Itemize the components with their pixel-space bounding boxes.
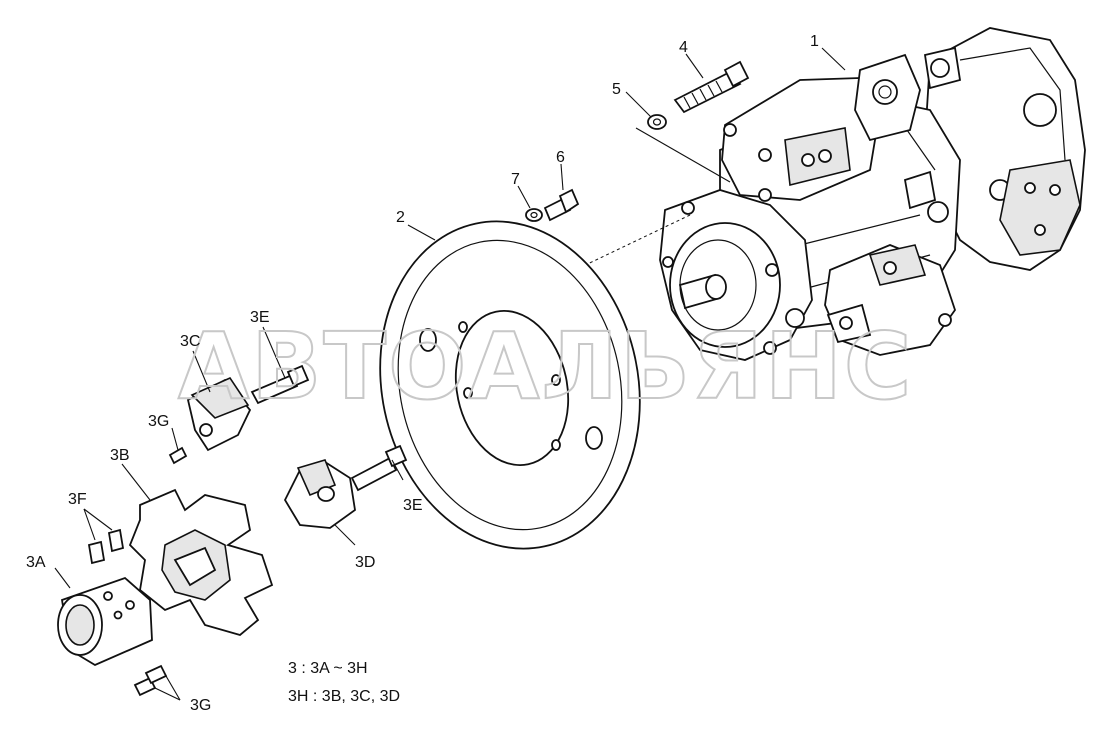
callout-3A: 3A xyxy=(26,554,46,571)
washer-part-7 xyxy=(525,208,543,222)
callout-1: 1 xyxy=(810,33,819,50)
leader-lines xyxy=(54,47,846,701)
bolt-part-3E-bottom xyxy=(350,444,408,492)
kit-note-line-1: 3 : 3A ~ 3H xyxy=(288,660,368,677)
kit-note-line-2: 3H : 3B, 3C, 3D xyxy=(288,688,400,705)
callout-3G-bottom: 3G xyxy=(190,697,211,714)
set-screws-part-3F xyxy=(87,528,125,565)
hydraulic-pump-assembly xyxy=(659,27,1086,361)
bolt-part-6 xyxy=(543,188,580,222)
coupling-hub-part-3D xyxy=(283,459,356,529)
set-screws-part-3G-bottom xyxy=(133,664,168,697)
coupling-hub-part-3C xyxy=(186,376,252,452)
callout-4: 4 xyxy=(679,39,688,56)
callout-7: 7 xyxy=(511,171,520,188)
callout-3C: 3C xyxy=(180,333,200,350)
bolt-part-4 xyxy=(673,60,750,114)
bolt-part-3E-top xyxy=(250,364,310,405)
set-screw-part-3G-top xyxy=(168,446,188,465)
leader-line-bolt xyxy=(635,127,731,183)
callout-6: 6 xyxy=(556,149,565,166)
watermark-text: АВТОАЛЬЯНС xyxy=(178,313,913,420)
flywheel-housing-part-2 xyxy=(379,220,641,550)
callout-2: 2 xyxy=(396,209,405,226)
callout-3F: 3F xyxy=(68,491,87,508)
callout-3G-top: 3G xyxy=(148,413,169,430)
callout-5: 5 xyxy=(612,81,621,98)
callout-3E-bottom: 3E xyxy=(403,497,423,514)
hub-part-3A xyxy=(57,576,153,667)
callout-3D: 3D xyxy=(355,554,375,571)
washer-part-5 xyxy=(647,114,667,130)
callout-3E-top: 3E xyxy=(250,309,270,326)
callout-3B: 3B xyxy=(110,447,130,464)
rubber-element-part-3B xyxy=(128,488,274,636)
